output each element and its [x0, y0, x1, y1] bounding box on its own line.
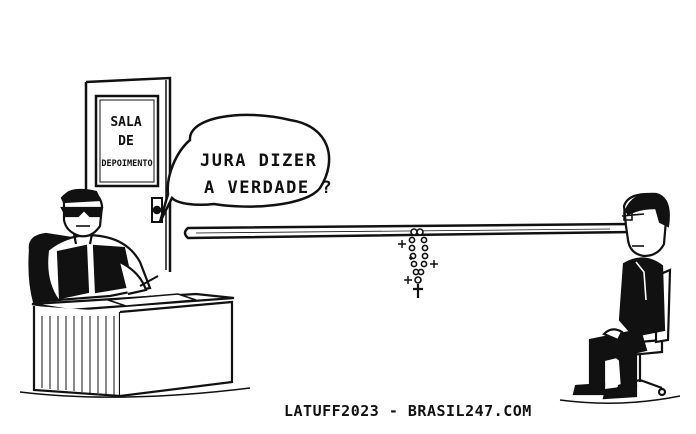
sparkles — [398, 240, 438, 284]
speech-line1: JURA DIZER — [200, 151, 317, 171]
agent-hair — [60, 188, 102, 204]
door-sign-line3: DEPOIMENTO — [101, 159, 152, 169]
door-sign-line1: SALA — [110, 115, 141, 130]
speech-line2: A VERDADE ? — [204, 178, 333, 198]
sunglasses-icon — [60, 206, 104, 218]
suspect-hair — [624, 192, 670, 228]
long-nose — [183, 222, 635, 240]
paper-sheet — [107, 293, 197, 307]
suspect-figure — [559, 192, 681, 404]
shirt-letter-right: F — [102, 253, 113, 275]
shirt-letter-left: P — [64, 255, 75, 277]
agent-figure — [28, 188, 159, 304]
desk — [19, 292, 251, 398]
door-sign-line2: DE — [118, 134, 134, 149]
artist-signature: LATUFF2023 - BRASIL247.COM — [284, 402, 532, 420]
rosary — [408, 228, 429, 298]
speech-bubble: JURA DIZER A VERDADE ? — [158, 113, 333, 223]
door-knob — [152, 205, 162, 215]
door-sign: SALA DE DEPOIMENTO — [94, 94, 160, 188]
